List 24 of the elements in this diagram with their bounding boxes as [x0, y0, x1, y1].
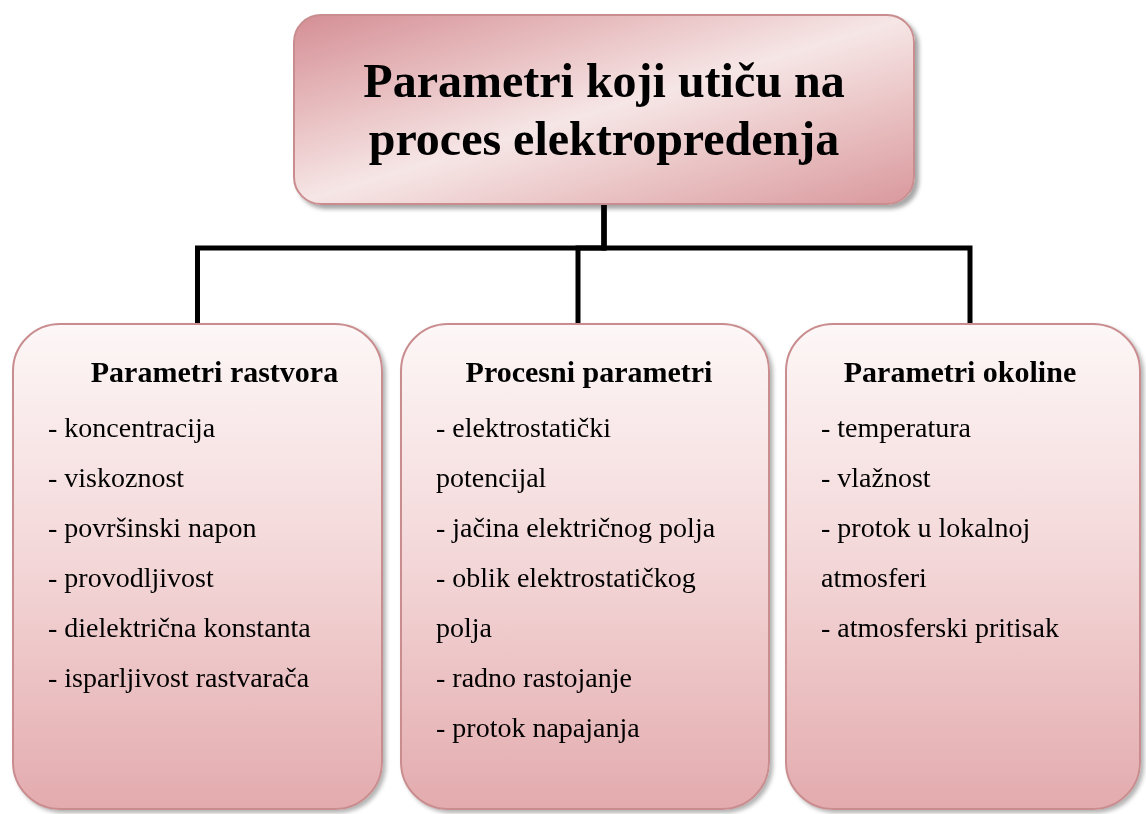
node-label: Parametri koji utiču na proces elektropredenja — [362, 52, 846, 167]
connector-line — [601, 205, 973, 323]
category-heading: Parametri okoline — [842, 354, 1078, 390]
parameter-item: - viskoznost — [48, 461, 186, 495]
parameter-item: - oblik elektrostatičkog polja — [436, 561, 697, 645]
parameter-item: - radno rastojanje — [436, 661, 633, 695]
parameter-item: - elektrostatički potencijal — [436, 411, 612, 495]
parameter-item: - isparljivost rastvarača — [48, 661, 311, 695]
parameter-item: - dielektrična konstanta — [48, 611, 312, 645]
parameter-item: - protok napajanja — [436, 711, 641, 745]
parameter-item: - površinski napon — [48, 511, 258, 545]
parameter-item: - atmosferski pritisak — [821, 611, 1060, 645]
parameter-item: - protok u lokalnoj atmosferi — [821, 511, 1032, 595]
category-heading: Procesni parametri — [464, 354, 714, 390]
parameter-item: - vlažnost — [821, 461, 932, 495]
category-box — [400, 323, 770, 810]
category-box — [12, 323, 383, 810]
category-box — [785, 323, 1141, 810]
parameter-item: - koncentracija — [48, 411, 217, 445]
parameter-item: - jačina električnog polja — [436, 511, 717, 545]
title-box — [293, 14, 915, 205]
parameter-item: - provodljivost — [48, 561, 215, 595]
category-heading: Parametri rastvora — [89, 354, 340, 390]
parameter-item: - temperatura — [821, 411, 973, 445]
